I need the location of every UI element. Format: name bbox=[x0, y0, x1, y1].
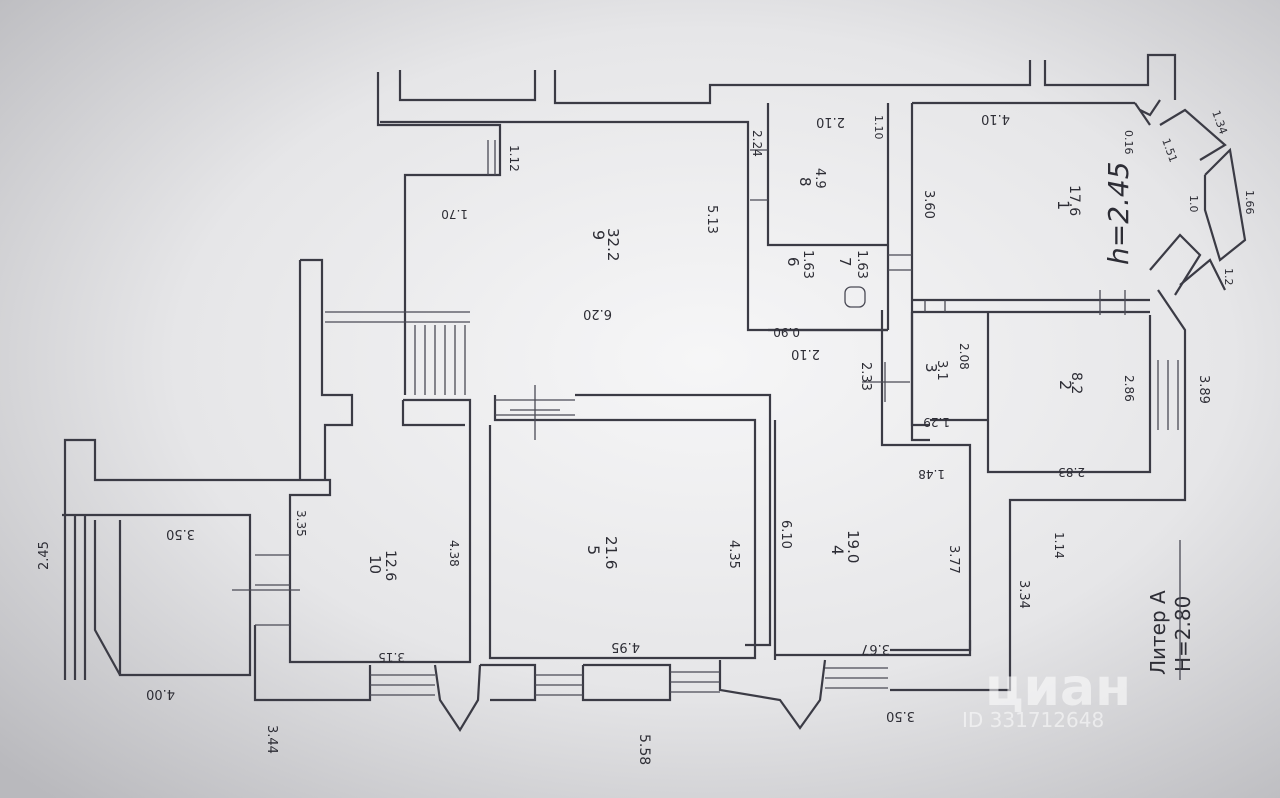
room-6-number: 6 bbox=[784, 257, 802, 267]
dim-2-10-mid: 2.10 bbox=[791, 346, 820, 361]
dim-5-58: 5.58 bbox=[636, 734, 652, 765]
dim-2-45: 2.45 bbox=[37, 541, 52, 570]
dim-4-10: 4.10 bbox=[981, 111, 1010, 126]
room-2-number: 2 bbox=[1056, 380, 1075, 390]
room-2-area: 8.2 bbox=[1068, 372, 1084, 394]
outer-walls bbox=[62, 53, 1247, 733]
room-4-area: 19.0 bbox=[844, 530, 862, 563]
dim-1-10: 1.10 bbox=[872, 115, 885, 140]
liter-label: Литер А bbox=[1146, 590, 1170, 675]
room-6-area: 1.63 bbox=[800, 250, 815, 279]
dim-3-77: 3.77 bbox=[946, 545, 961, 574]
dim-3-60: 3.60 bbox=[921, 190, 936, 219]
dim-2-08: 2.08 bbox=[957, 343, 971, 370]
ceiling-height-label: h=2.45 bbox=[1102, 161, 1135, 265]
room-4-number: 4 bbox=[828, 545, 847, 555]
dim-2-86: 2.86 bbox=[1122, 375, 1136, 402]
dim-1-0: 1.0 bbox=[1187, 195, 1200, 213]
dim-3-67: 3.67 bbox=[861, 641, 890, 656]
room-3-area: 3.1 bbox=[934, 360, 949, 381]
dim-1-70: 1.70 bbox=[441, 207, 468, 221]
room-labels: 1 17.6 2 8.2 3 3.1 4 19.0 5 21.6 6 1.63 … bbox=[366, 168, 1084, 581]
room-1-number: 1 bbox=[1054, 200, 1073, 210]
dim-1-12: 1.12 bbox=[507, 145, 521, 172]
room-5-number: 5 bbox=[584, 545, 603, 555]
room-8-number: 8 bbox=[796, 177, 814, 187]
dim-4-95: 4.95 bbox=[611, 639, 640, 654]
dim-4-38: 4.38 bbox=[447, 540, 461, 567]
room-5-area: 21.6 bbox=[602, 536, 620, 569]
dim-0-90: 0.90 bbox=[773, 325, 800, 339]
watermark-brand: циан bbox=[985, 658, 1131, 718]
dim-1-14: 1.14 bbox=[1052, 532, 1066, 559]
dim-4-35: 4.35 bbox=[726, 540, 741, 569]
dim-3-34: 3.34 bbox=[1016, 580, 1031, 609]
dim-5-13: 5.13 bbox=[704, 205, 719, 234]
dim-1-29: 1.29 bbox=[923, 415, 950, 429]
dim-2-83: 2.83 bbox=[1058, 465, 1085, 479]
dim-3-50-bottom: 3.50 bbox=[886, 708, 915, 723]
dim-3-44: 3.44 bbox=[264, 725, 279, 754]
room-9-number: 9 bbox=[589, 230, 608, 240]
watermark-id: ID 331712648 bbox=[962, 708, 1104, 732]
liter-height-label: H=2.80 bbox=[1171, 596, 1195, 672]
room-10-area: 12.6 bbox=[382, 550, 398, 581]
room-8-area: 4.9 bbox=[812, 168, 827, 189]
dim-3-50-left: 3.50 bbox=[166, 526, 195, 541]
dim-4-00: 4.00 bbox=[146, 686, 175, 701]
dim-6-20: 6.20 bbox=[583, 306, 612, 321]
room-3-number: 3 bbox=[922, 363, 940, 373]
room-1-area: 17.6 bbox=[1066, 185, 1082, 216]
dim-0-16: 0.16 bbox=[1122, 130, 1135, 155]
dim-3-15: 3.15 bbox=[378, 650, 405, 664]
dim-3-89: 3.89 bbox=[1196, 375, 1211, 404]
dim-1-2: 1.2 bbox=[1222, 268, 1235, 286]
dim-6-10: 6.10 bbox=[778, 520, 793, 549]
dimension-labels: 4.10 3.60 0.16 1.51 1.34 1.0 1.66 1.2 2.… bbox=[37, 109, 1256, 766]
dim-2-33: 2.33 bbox=[858, 362, 873, 391]
room-9-area: 32.2 bbox=[604, 228, 622, 261]
room-10-number: 10 bbox=[366, 555, 384, 574]
dim-2-10-top: 2.10 bbox=[816, 114, 845, 129]
dim-1-48: 1.48 bbox=[918, 467, 945, 481]
dim-3-35: 3.35 bbox=[294, 510, 308, 537]
room-7-number: 7 bbox=[836, 257, 854, 267]
room-7-area: 1.63 bbox=[854, 250, 869, 279]
dim-2-24: 2.24 bbox=[750, 130, 764, 157]
dim-1-66: 1.66 bbox=[1243, 190, 1256, 215]
